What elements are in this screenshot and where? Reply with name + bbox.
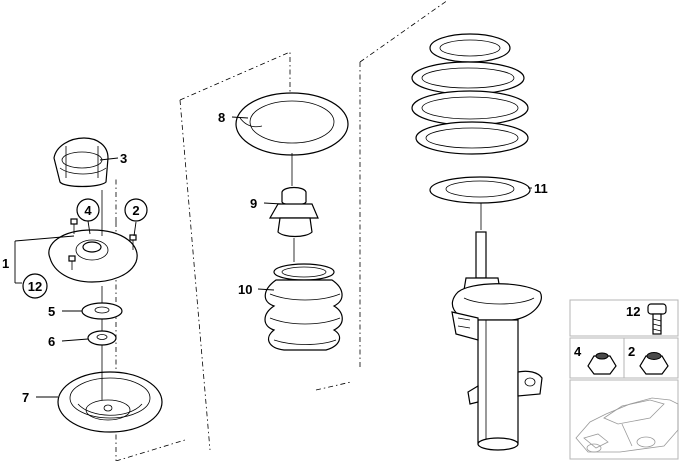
leader-lines <box>14 116 532 398</box>
inset-box-car <box>569 379 679 460</box>
inset-nut-2 <box>639 352 669 375</box>
callout-5: 5 <box>48 304 55 319</box>
inset-callout-2: 2 <box>628 344 635 359</box>
callout-circle-2 <box>124 198 148 222</box>
callout-6: 6 <box>48 334 55 349</box>
inset-bolt <box>647 303 667 335</box>
part-upper-spring-pad <box>235 92 349 156</box>
part-protective-boot <box>264 263 343 351</box>
part-support-cap <box>53 137 109 188</box>
part-lower-spring-pad <box>429 176 531 204</box>
part-spring-pad <box>57 371 163 433</box>
group-frame-right <box>359 0 449 370</box>
car-silhouette-icon <box>575 397 679 453</box>
inset-panel <box>569 299 679 460</box>
callout-9: 9 <box>250 196 257 211</box>
callout-11: 11 <box>534 181 548 196</box>
callout-circle-4 <box>76 198 100 222</box>
callouts: 3 4 2 1 12 5 6 7 8 9 10 11 12 4 2 <box>2 110 640 405</box>
part-shock-absorber <box>451 231 543 451</box>
part-small-ring <box>87 330 117 346</box>
callout-12: 12 <box>28 279 42 294</box>
part-bump-stop <box>268 186 319 262</box>
callout-4: 4 <box>84 203 92 218</box>
part-washer <box>81 302 123 320</box>
callout-10: 10 <box>238 282 252 297</box>
inset-nut-4 <box>587 352 617 375</box>
callout-8: 8 <box>218 110 225 125</box>
callout-2: 2 <box>132 203 139 218</box>
inset-callout-12: 12 <box>626 304 640 319</box>
callout-circle-12 <box>22 273 48 299</box>
callout-1: 1 <box>2 256 9 271</box>
callout-3: 3 <box>120 151 127 166</box>
inset-callout-4: 4 <box>574 344 582 359</box>
part-coil-spring <box>411 33 529 155</box>
part-strut-mount <box>48 218 138 283</box>
callout-7: 7 <box>22 390 29 405</box>
